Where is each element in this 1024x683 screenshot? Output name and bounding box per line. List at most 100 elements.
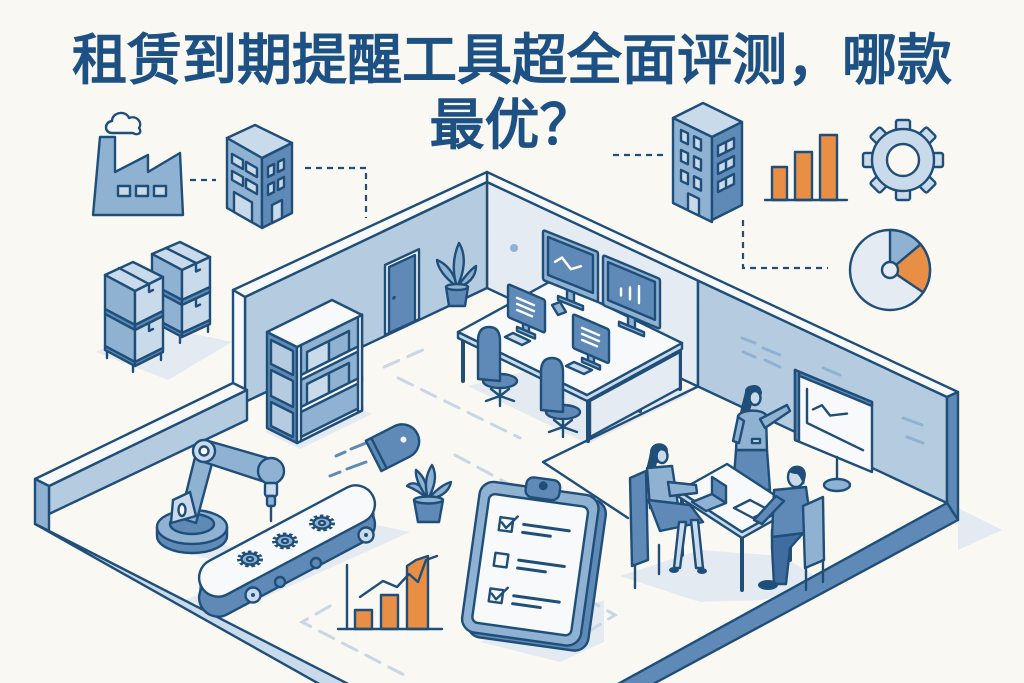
document-lines (517, 298, 534, 317)
clipboard-paper (472, 493, 589, 636)
title-line-2: 最优？ (429, 93, 595, 157)
speed-lines (328, 441, 368, 478)
text-lines (513, 596, 560, 610)
roller (311, 558, 321, 568)
robot-arm-icon (157, 440, 284, 553)
whiteboard (795, 370, 872, 472)
person-seated-woman (630, 443, 707, 588)
whiteboard-base (824, 479, 850, 491)
plant-icon-wall (437, 243, 476, 306)
door-panel (389, 255, 415, 333)
shoe (697, 568, 707, 574)
office-building-icon-right (673, 103, 742, 222)
floor-dash (396, 376, 522, 440)
shelf-top (267, 300, 362, 347)
leg (674, 522, 686, 568)
gear-icon (861, 118, 945, 202)
keyboard (505, 333, 530, 345)
roller-pin (364, 533, 368, 537)
roller-pin (251, 593, 255, 597)
plant-pot-rim (414, 497, 443, 504)
title-line-1: 租赁到期提醒工具超全面评测，哪款 (71, 28, 952, 92)
office-chair-2 (541, 358, 580, 437)
bar (772, 167, 787, 200)
leg (691, 520, 703, 568)
robot-gripper (267, 496, 275, 506)
building-door (234, 192, 252, 222)
chair-back (630, 471, 648, 566)
shelf-side (267, 332, 297, 443)
clip-hole (538, 481, 548, 491)
wall-marks (740, 336, 925, 445)
keyboard (566, 362, 592, 374)
chair-legs (806, 560, 823, 590)
wall-sensor (510, 244, 518, 252)
building-right-face (712, 122, 742, 220)
line-chart-glyph (555, 255, 581, 273)
laptop (692, 477, 726, 511)
box-stack-front (105, 262, 163, 373)
pie-slice-orange (890, 244, 930, 292)
factory-window (154, 186, 166, 196)
roller (275, 577, 285, 587)
low-wall-end (35, 479, 49, 531)
factory-icon (93, 113, 183, 215)
door-knob (392, 295, 396, 300)
text-lines (523, 524, 570, 538)
connector-dashed-line (305, 166, 368, 218)
checkbox-empty (494, 553, 509, 568)
conveyor-belt-icon (192, 479, 381, 624)
bar (407, 556, 428, 629)
checklist-item-2 (494, 553, 565, 576)
front-right-curb (607, 503, 958, 683)
connector-dashed-line (741, 220, 828, 270)
page-title: 租赁到期提醒工具超全面评测，哪款 最优？ (0, 28, 1024, 158)
checkbox-checked (489, 588, 504, 603)
gear-hole (887, 144, 919, 176)
building-door (688, 193, 699, 215)
arm (754, 496, 784, 524)
desk-side-panel (590, 352, 680, 437)
door-icon (385, 249, 419, 335)
wall-end-shadow (958, 508, 1002, 550)
desk-monitor-1 (508, 284, 545, 343)
right-wall-end-cap (947, 392, 958, 520)
arm (733, 417, 744, 443)
left-wall-end (233, 290, 245, 392)
arm (668, 482, 697, 496)
laptop-screen (712, 477, 726, 503)
checklist-item-1 (499, 514, 571, 540)
building-right-face (262, 143, 292, 228)
trend-line (360, 556, 437, 597)
factory-window (136, 186, 148, 196)
leaf (426, 465, 435, 499)
person-presenter (733, 385, 790, 490)
checkbox-checked (499, 517, 514, 532)
growth-chart-icon (338, 556, 442, 629)
belt-buckle (752, 439, 760, 443)
shelf-front (297, 315, 362, 444)
desk-monitor-2 (573, 314, 609, 373)
bar (795, 152, 812, 200)
factory-window (118, 186, 130, 196)
partition-floor-line (543, 387, 698, 519)
storage-boxes-icon (105, 242, 210, 373)
bar-chart-glyph (621, 279, 639, 304)
shoe (669, 567, 679, 573)
chair-base (486, 384, 514, 406)
shoe (758, 580, 778, 590)
chair-back (803, 497, 824, 568)
pie-chart-icon (850, 230, 930, 310)
bar-chart-icon (765, 135, 847, 200)
scanner-body (366, 419, 425, 472)
lap (648, 500, 703, 531)
pointing-arm (760, 405, 790, 428)
text-lines (518, 560, 565, 574)
check-mark-icon (491, 586, 508, 601)
scanner-lens (400, 436, 407, 443)
floor-dash (298, 604, 412, 680)
front-left-curb (35, 524, 360, 683)
chair-legs (635, 545, 659, 588)
chart-axes (807, 389, 863, 450)
